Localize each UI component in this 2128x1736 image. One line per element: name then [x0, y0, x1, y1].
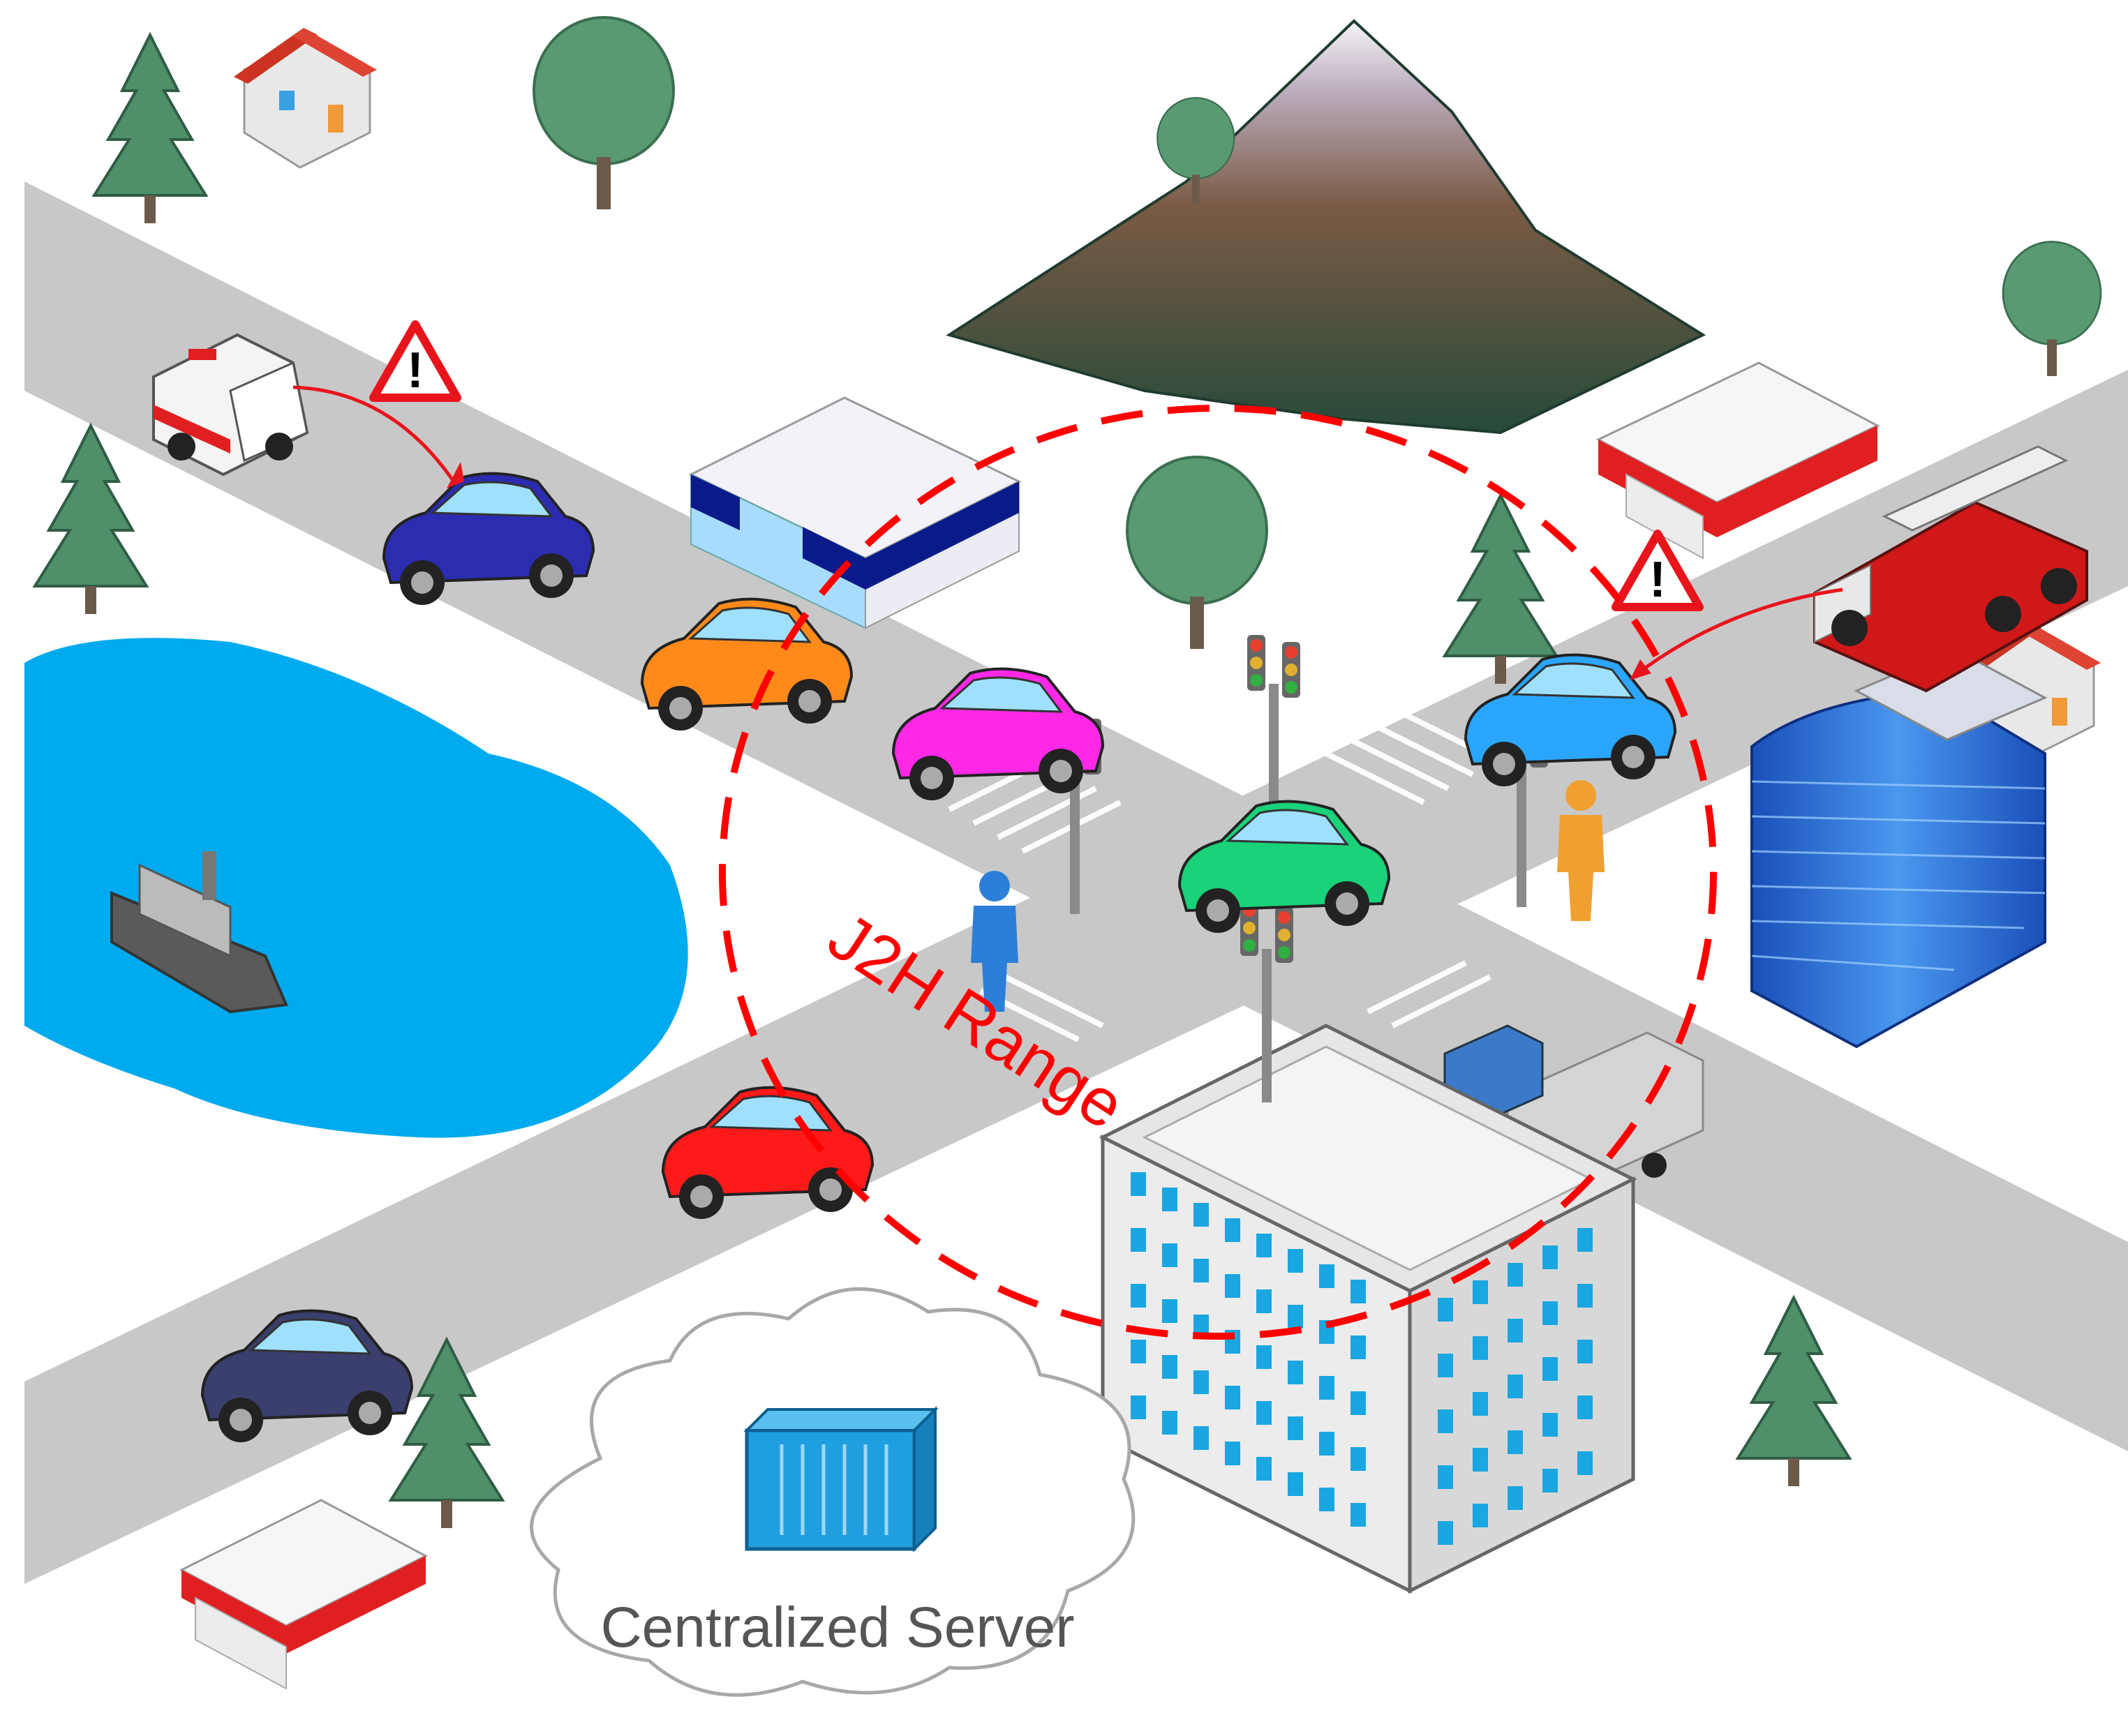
warning-glyph: ! — [1649, 552, 1666, 608]
range-circle — [719, 405, 1717, 1340]
server-rack-icon — [743, 1406, 939, 1552]
fire-truck — [1813, 445, 2088, 693]
gas-station-bottom — [179, 1499, 429, 1690]
alert-arrows — [292, 385, 1843, 680]
lake — [24, 638, 688, 1138]
server-label: Centralized Server — [600, 1596, 1074, 1659]
ambulance — [152, 333, 309, 477]
office-building — [1099, 1024, 1637, 1594]
gas-station-top — [1595, 361, 1880, 560]
mountain — [946, 19, 1706, 435]
warning-glyph: ! — [407, 343, 424, 398]
warning-triangle-icon: ! ! — [373, 324, 1699, 608]
ship — [110, 851, 288, 1014]
